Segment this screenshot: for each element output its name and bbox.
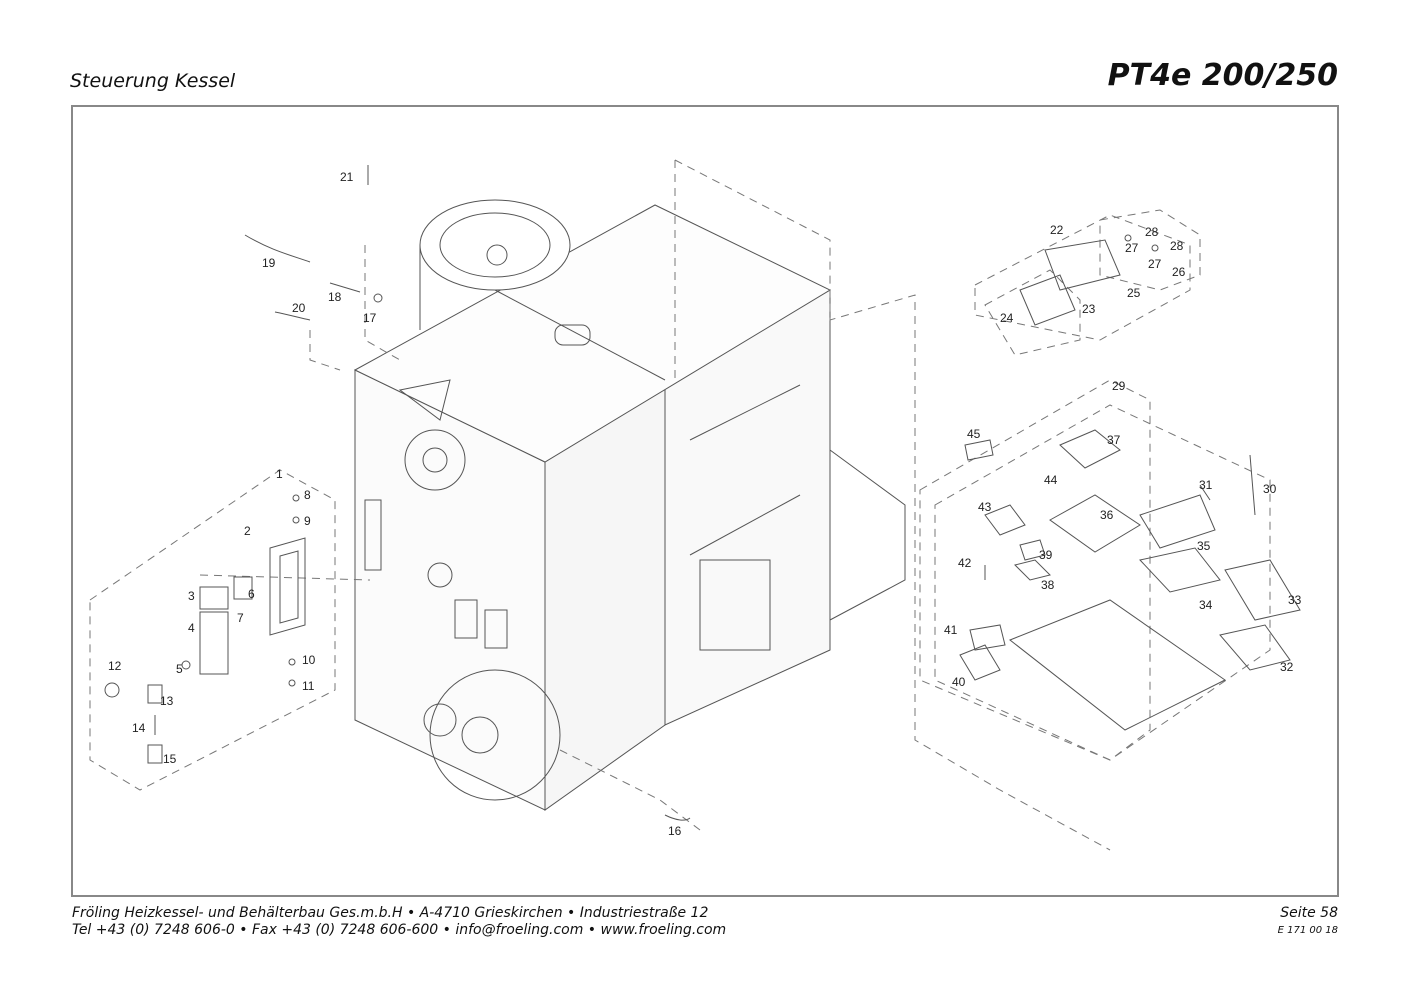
callout: 11 — [302, 679, 315, 693]
callout: 7 — [237, 611, 244, 625]
callout: 17 — [363, 311, 377, 325]
callout: 31 — [1199, 478, 1213, 492]
control-display-group — [1019, 234, 1159, 326]
callout: 26 — [1172, 265, 1186, 279]
callout: 19 — [262, 256, 276, 270]
main-switch-group — [104, 494, 306, 764]
callout: 16 — [668, 824, 682, 838]
callout: 28 — [1145, 225, 1159, 239]
callout: 36 — [1100, 508, 1114, 522]
callout: 42 — [958, 556, 972, 570]
callout: 23 — [1082, 302, 1096, 316]
callout: 32 — [1280, 660, 1294, 674]
callout-labels: 1 2 3 4 5 6 7 8 9 10 11 12 13 14 15 16 1… — [108, 170, 1302, 838]
callout: 10 — [302, 653, 316, 667]
document-code: E 171 00 18 — [1277, 925, 1338, 936]
footer-contact: Tel +43 (0) 7248 606-0 • Fax +43 (0) 724… — [72, 922, 727, 938]
callout: 30 — [1263, 482, 1277, 496]
callout: 15 — [163, 752, 177, 766]
callout: 2 — [244, 524, 251, 538]
callout: 18 — [328, 290, 342, 304]
callout: 5 — [176, 662, 183, 676]
callout: 45 — [967, 427, 981, 441]
callout: 22 — [1050, 223, 1064, 237]
callout: 13 — [160, 694, 174, 708]
callout: 37 — [1107, 433, 1121, 447]
callout: 4 — [188, 621, 195, 635]
callout: 25 — [1127, 286, 1141, 300]
drawing-frame — [71, 105, 1339, 897]
callout: 44 — [1044, 473, 1058, 487]
boiler-body — [353, 199, 906, 811]
callout: 38 — [1041, 578, 1055, 592]
callout: 28 — [1170, 239, 1184, 253]
callout: 12 — [108, 659, 122, 673]
callout: 33 — [1288, 593, 1302, 607]
circuit-board-group — [959, 429, 1301, 731]
callout: 27 — [1148, 257, 1162, 271]
explosion-boundaries — [89, 159, 1271, 851]
callout: 14 — [132, 721, 146, 735]
callout: 29 — [1112, 379, 1126, 393]
callout: 41 — [944, 623, 958, 637]
sensor-cable-group — [244, 165, 691, 821]
callout: 8 — [304, 488, 311, 502]
section-title: Steuerung Kessel — [70, 70, 236, 92]
model-title: PT4e 200/250 — [1107, 58, 1338, 93]
callout: 40 — [952, 675, 966, 689]
callout: 27 — [1125, 241, 1139, 255]
callout: 21 — [340, 170, 354, 184]
callout: 6 — [248, 587, 255, 601]
callout: 35 — [1197, 539, 1211, 553]
page-number: Seite 58 — [1280, 905, 1338, 921]
callout: 9 — [304, 514, 311, 528]
callout: 3 — [188, 589, 195, 603]
callout: 34 — [1199, 598, 1213, 612]
callout: 43 — [978, 500, 992, 514]
callout: 1 — [276, 467, 283, 481]
callout: 20 — [292, 301, 306, 315]
callout: 24 — [1000, 311, 1014, 325]
footer-company: Fröling Heizkessel- und Behälterbau Ges.… — [72, 905, 709, 921]
callout: 39 — [1039, 548, 1053, 562]
